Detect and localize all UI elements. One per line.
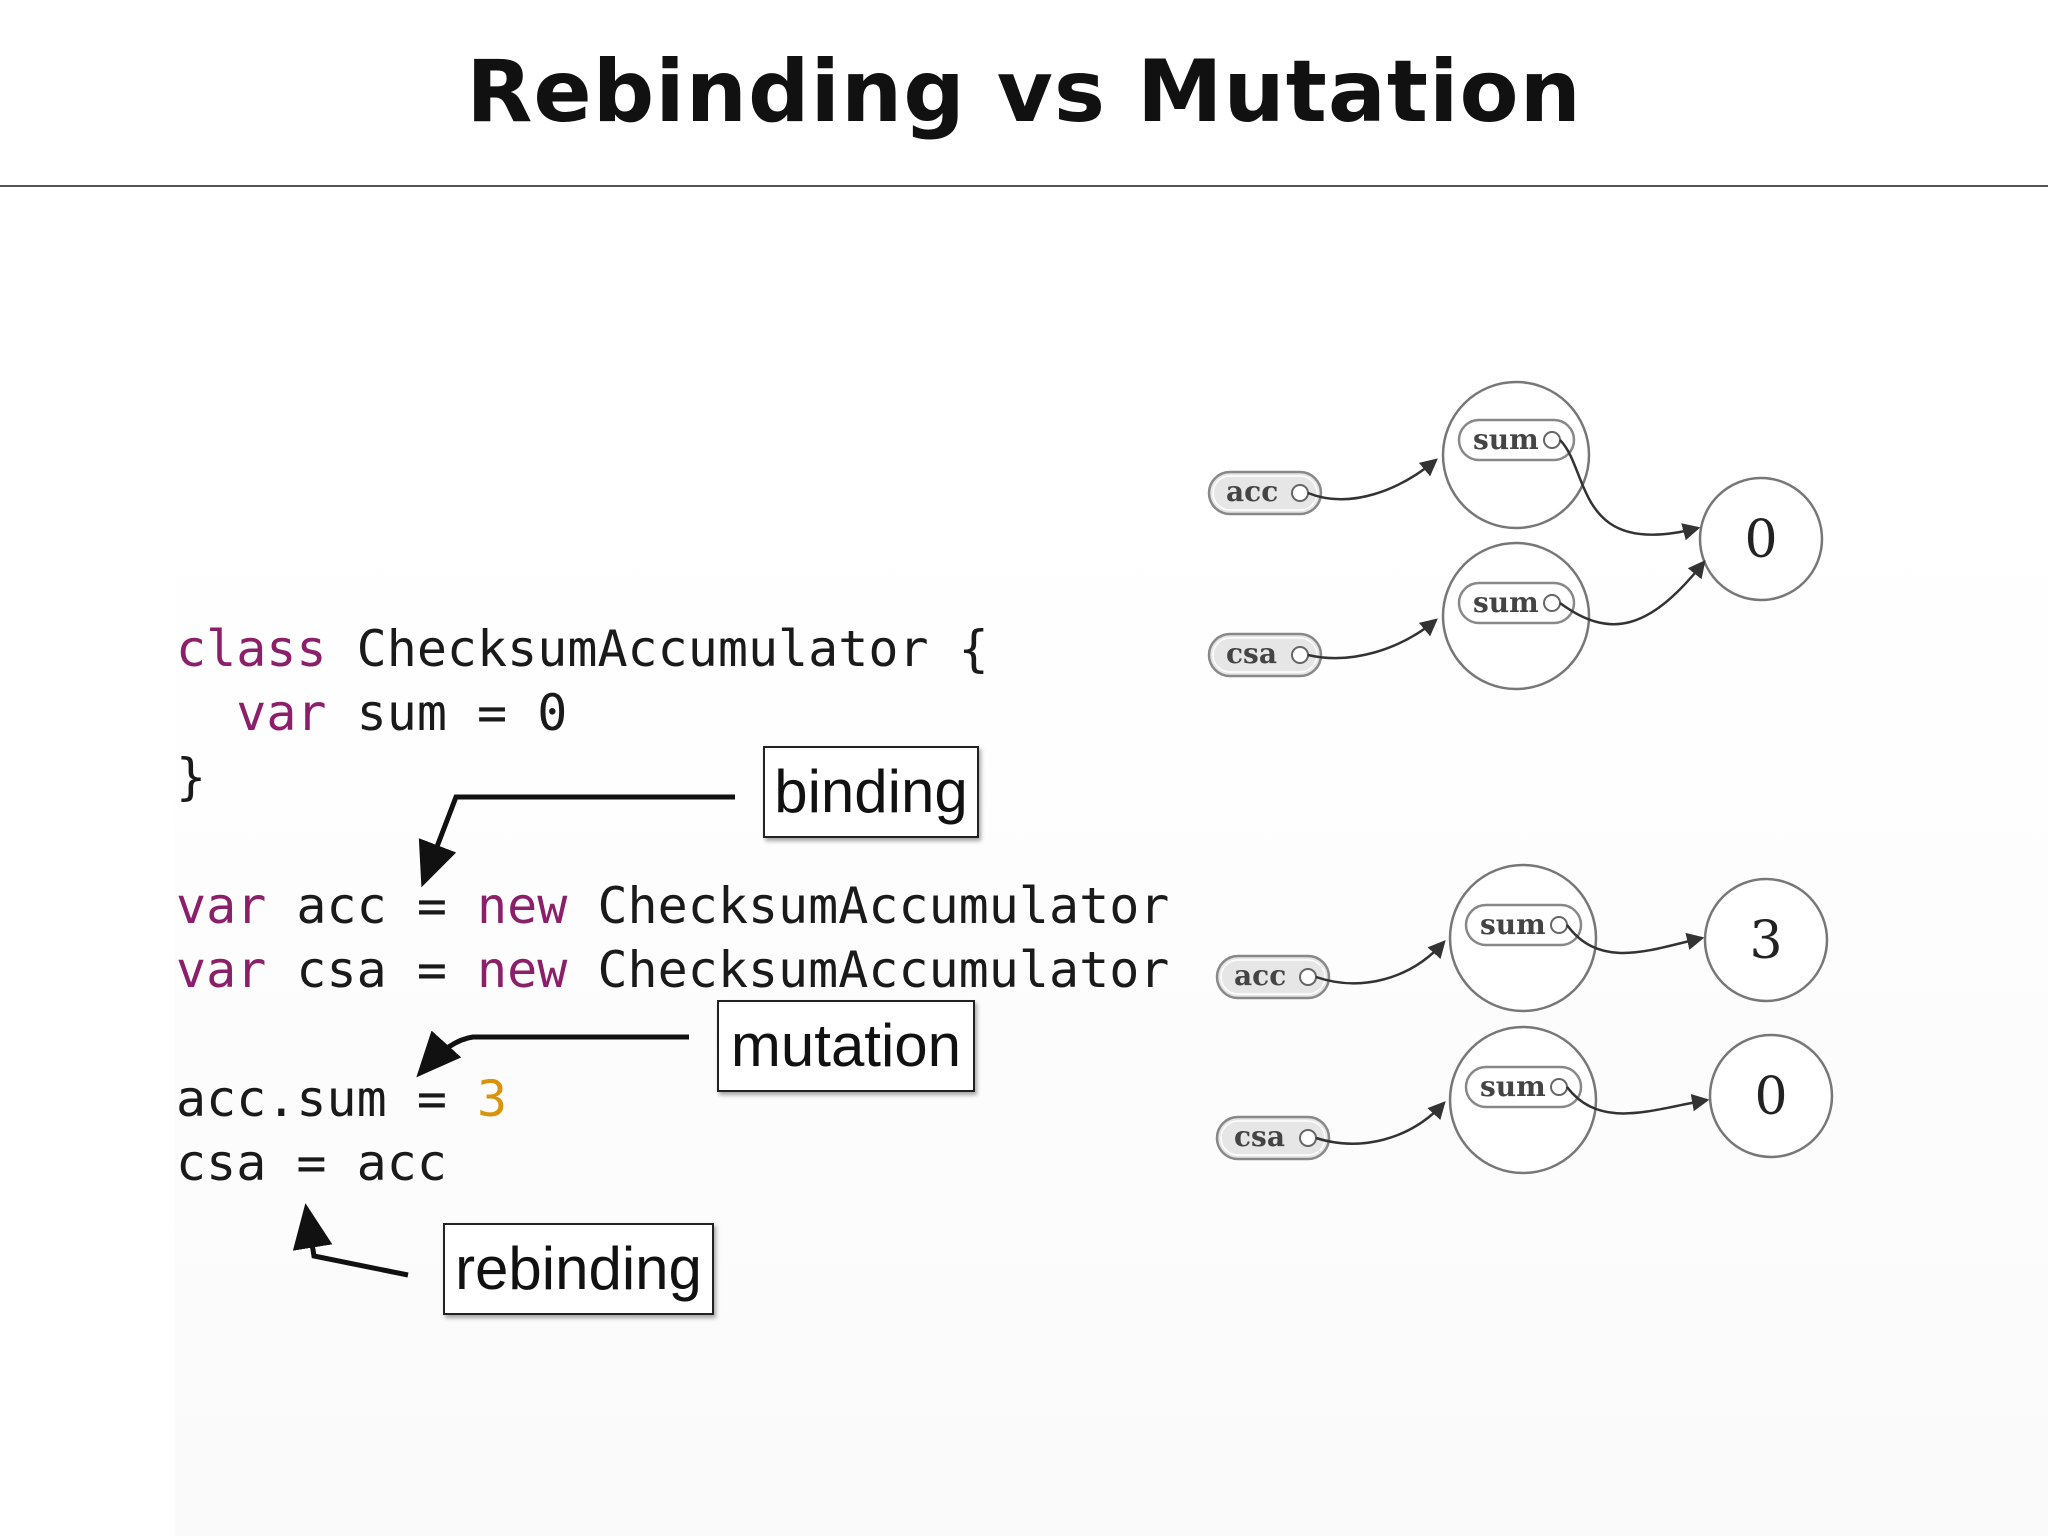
keyword-class: class bbox=[176, 620, 327, 678]
top-sum-pill-2 bbox=[1457, 581, 1576, 625]
keyword-new: new bbox=[477, 877, 568, 935]
top-sum-label-1: sum bbox=[1473, 423, 1539, 456]
top-sum-port-1 bbox=[1543, 431, 1561, 449]
bottom-sum-pill-1 bbox=[1464, 903, 1583, 947]
class-name: ChecksumAccumulator bbox=[567, 941, 1170, 999]
code-line-field: var sum = 0 bbox=[176, 681, 567, 745]
code-line-rebinding: csa = acc bbox=[176, 1134, 447, 1192]
rebinding-arrow bbox=[292, 1203, 409, 1278]
top-acc-label: acc bbox=[1226, 475, 1278, 508]
bottom-csa-label: csa bbox=[1234, 1120, 1285, 1153]
mutation-arrow bbox=[416, 1030, 689, 1078]
class-name: ChecksumAccumulator bbox=[567, 877, 1170, 935]
code-line-class: class ChecksumAccumulator { bbox=[176, 617, 989, 681]
field-assign: acc.sum = bbox=[176, 1070, 478, 1128]
top-csa-pill bbox=[1207, 632, 1323, 678]
top-acc-pill bbox=[1207, 470, 1323, 516]
keyword-var: var bbox=[236, 684, 327, 742]
bottom-csa-pill bbox=[1215, 1115, 1331, 1161]
code-line-csa-decl: var csa = new ChecksumAccumulator bbox=[176, 938, 1169, 1002]
bottom-acc-pill bbox=[1215, 954, 1331, 1000]
keyword-var: var bbox=[176, 877, 267, 935]
top-sum-label-2: sum bbox=[1473, 586, 1539, 619]
bottom-acc-port bbox=[1299, 968, 1317, 986]
bottom-csa-port bbox=[1299, 1129, 1317, 1147]
rebinding-label: rebinding bbox=[443, 1223, 714, 1315]
top-diagram bbox=[1207, 380, 1824, 691]
top-sum-port-2 bbox=[1543, 594, 1561, 612]
bottom-sum-port-1 bbox=[1550, 916, 1568, 934]
top-csa-port bbox=[1291, 646, 1309, 664]
bottom-sum-pill-2 bbox=[1464, 1065, 1583, 1109]
bottom-sum-label-2: sum bbox=[1480, 1070, 1546, 1103]
bottom-acc-label: acc bbox=[1234, 959, 1286, 992]
top-acc-port bbox=[1291, 484, 1309, 502]
code-line-mutation: acc.sum = 3 bbox=[176, 1067, 507, 1131]
bottom-value-circle-1 bbox=[1703, 877, 1829, 1003]
top-value-label: 0 bbox=[1744, 510, 1777, 570]
keyword-new: new bbox=[477, 941, 568, 999]
keyword-var: var bbox=[176, 941, 267, 999]
bottom-diagram bbox=[1215, 863, 1834, 1175]
slide-title: Rebinding vs Mutation bbox=[466, 42, 1582, 142]
bottom-sum-label-1: sum bbox=[1480, 908, 1546, 941]
bottom-value-circle-2 bbox=[1708, 1033, 1834, 1159]
binding-label: binding bbox=[763, 746, 979, 838]
code-line-close-brace: } bbox=[176, 748, 207, 806]
top-sum-pill-1 bbox=[1457, 418, 1576, 462]
class-declaration: ChecksumAccumulator { bbox=[326, 620, 989, 678]
top-csa-label: csa bbox=[1226, 637, 1277, 670]
bottom-value-label-1: 3 bbox=[1749, 911, 1782, 971]
mutation-label: mutation bbox=[717, 1000, 975, 1092]
bottom-sum-port-2 bbox=[1550, 1078, 1568, 1096]
csa-assign: csa = bbox=[266, 941, 478, 999]
slide-background bbox=[175, 480, 2048, 1536]
code-line-acc-decl: var acc = new ChecksumAccumulator bbox=[176, 874, 1169, 938]
field-declaration: sum = 0 bbox=[326, 684, 568, 742]
number-literal: 3 bbox=[477, 1070, 508, 1128]
binding-arrow bbox=[418, 794, 735, 888]
title-divider bbox=[0, 185, 2048, 187]
bottom-value-label-2: 0 bbox=[1754, 1067, 1787, 1127]
